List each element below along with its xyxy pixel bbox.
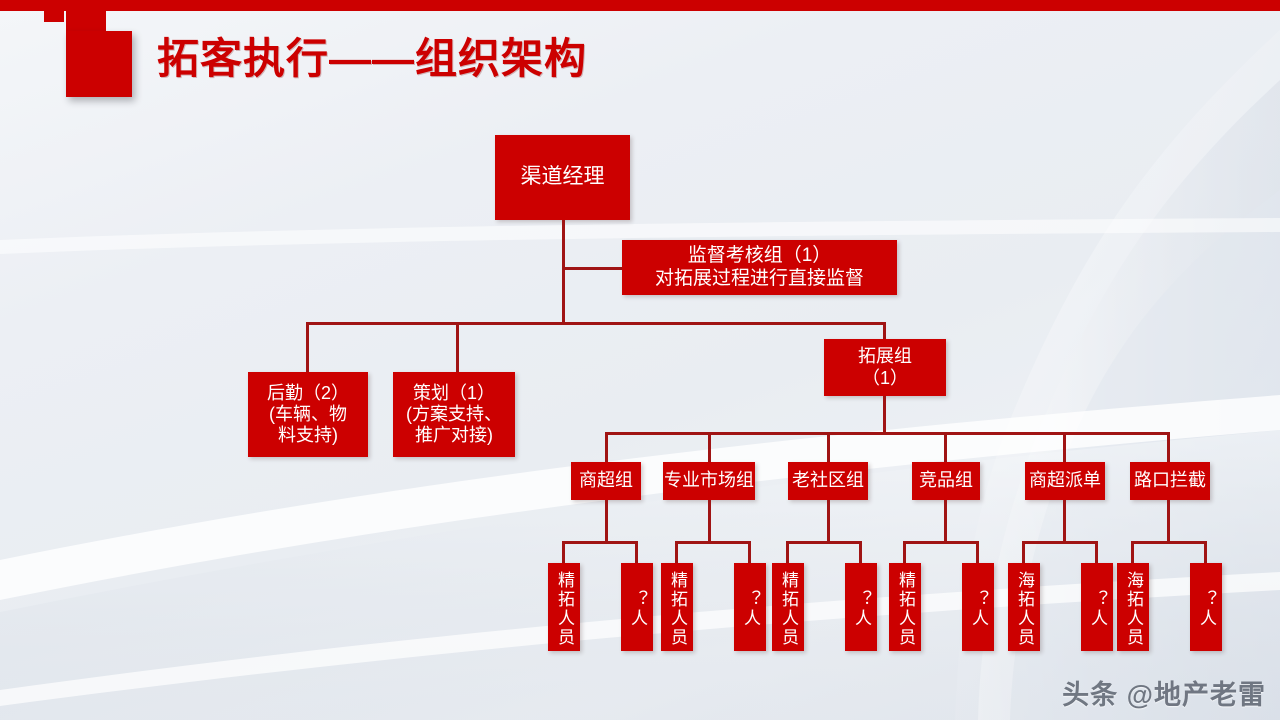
connector-group-5-bus: [1022, 541, 1098, 544]
group-5-label: 商超派单: [1029, 470, 1101, 491]
connector-group-3-bus: [786, 541, 862, 544]
connector-root-trunk: [562, 220, 565, 324]
group-1-label: 商超组: [579, 470, 633, 491]
connector-group-2-leaf-b: [748, 541, 751, 563]
planning-line-1: 策划（1）: [412, 382, 495, 403]
connector-level1-bus: [306, 322, 886, 325]
node-channel-manager-label: 渠道经理: [520, 165, 605, 189]
connector-drop-expansion: [883, 322, 886, 339]
connector-group-6-leaf-a: [1131, 541, 1134, 563]
connector-expansion-trunk: [883, 396, 886, 432]
top-red-band: [0, 0, 1280, 11]
node-group-6[interactable]: 路口拦截: [1130, 462, 1210, 500]
connector-group-6-leaf-b: [1204, 541, 1207, 563]
connector-group-2-bus: [675, 541, 751, 544]
connector-group-5-leaf-a: [1022, 541, 1025, 563]
leaf-group-6-count-label: ？人: [1197, 590, 1217, 628]
leaf-group-6-staff[interactable]: 海拓人员: [1117, 563, 1149, 651]
node-group-3[interactable]: 老社区组: [788, 462, 868, 500]
planning-line-2: (方案支持、: [406, 403, 502, 424]
leaf-group-1-count-label: ？人: [628, 590, 648, 628]
connector-drop-group-4: [944, 432, 947, 462]
connector-drop-group-3: [827, 432, 830, 462]
leaf-group-5-staff-label: 海拓人员: [1015, 571, 1035, 647]
connector-group-3-trunk: [827, 500, 830, 541]
node-logistics[interactable]: 后勤（2） (车辆、物 料支持): [248, 372, 368, 457]
node-supervision-group[interactable]: 监督考核组（1） 对拓展过程进行直接监督: [622, 240, 897, 295]
leaf-group-5-staff[interactable]: 海拓人员: [1008, 563, 1040, 651]
connector-group-1-leaf-b: [635, 541, 638, 563]
leaf-group-3-count-label: ？人: [852, 590, 872, 628]
node-group-5[interactable]: 商超派单: [1025, 462, 1105, 500]
connector-group-3-leaf-a: [786, 541, 789, 563]
connector-drop-group-5: [1063, 432, 1066, 462]
expansion-line-1: 拓展组: [858, 346, 912, 367]
title-accent-tab-small: [44, 0, 64, 22]
leaf-group-2-staff-label: 精拓人员: [668, 571, 688, 647]
connector-group-1-trunk: [605, 500, 608, 541]
title-accent-block: [66, 31, 132, 97]
node-group-4[interactable]: 竞品组: [912, 462, 980, 500]
leaf-group-2-count[interactable]: ？人: [734, 563, 766, 651]
leaf-group-3-staff-label: 精拓人员: [779, 571, 799, 647]
connector-root-to-supervision: [562, 267, 622, 270]
group-6-label: 路口拦截: [1134, 470, 1206, 491]
leaf-group-4-count[interactable]: ？人: [962, 563, 994, 651]
connector-drop-logistics: [306, 322, 309, 372]
leaf-group-4-staff-label: 精拓人员: [896, 571, 916, 647]
leaf-group-4-count-label: ？人: [969, 590, 989, 628]
connector-drop-group-1: [605, 432, 608, 462]
connector-drop-group-6: [1167, 432, 1170, 462]
leaf-group-5-count-label: ？人: [1088, 590, 1108, 628]
leaf-group-2-staff[interactable]: 精拓人员: [661, 563, 693, 651]
connector-group-2-trunk: [708, 500, 711, 541]
watermark: 头条 @地产老雷: [1062, 680, 1266, 710]
connector-group-1-leaf-a: [562, 541, 565, 563]
leaf-group-1-staff-label: 精拓人员: [555, 571, 575, 647]
node-group-1[interactable]: 商超组: [571, 462, 641, 500]
logistics-line-3: 料支持): [278, 425, 338, 446]
logistics-line-1: 后勤（2）: [266, 382, 349, 403]
connector-group-4-trunk: [944, 500, 947, 541]
leaf-group-6-staff-label: 海拓人员: [1124, 571, 1144, 647]
leaf-group-3-staff[interactable]: 精拓人员: [772, 563, 804, 651]
connector-level2-bus: [605, 432, 1170, 435]
connector-group-5-leaf-b: [1095, 541, 1098, 563]
group-3-label: 老社区组: [792, 470, 864, 491]
connector-group-5-trunk: [1063, 500, 1066, 541]
supervision-line-2: 对拓展过程进行直接监督: [654, 267, 864, 289]
leaf-group-6-count[interactable]: ？人: [1190, 563, 1222, 651]
logistics-line-2: (车辆、物: [269, 403, 347, 424]
connector-group-6-bus: [1131, 541, 1207, 544]
planning-line-3: 推广对接): [415, 425, 493, 446]
leaf-group-2-count-label: ？人: [741, 590, 761, 628]
node-group-2[interactable]: 专业市场组: [663, 462, 755, 500]
leaf-group-4-staff[interactable]: 精拓人员: [889, 563, 921, 651]
leaf-group-3-count[interactable]: ？人: [845, 563, 877, 651]
supervision-line-1: 监督考核组（1）: [687, 245, 832, 267]
title-accent-tab-mid: [66, 0, 106, 31]
connector-group-1-bus: [562, 541, 638, 544]
connector-group-4-leaf-b: [976, 541, 979, 563]
node-planning[interactable]: 策划（1） (方案支持、 推广对接): [393, 372, 515, 457]
expansion-line-2: （1）: [861, 367, 908, 388]
connector-group-6-trunk: [1167, 500, 1170, 541]
connector-group-2-leaf-a: [675, 541, 678, 563]
group-2-label: 专业市场组: [664, 470, 754, 491]
group-4-label: 竞品组: [919, 470, 973, 491]
page-title: 拓客执行——组织架构: [157, 35, 588, 82]
connector-group-3-leaf-b: [859, 541, 862, 563]
connector-group-4-bus: [903, 541, 979, 544]
leaf-group-5-count[interactable]: ？人: [1081, 563, 1113, 651]
node-channel-manager[interactable]: 渠道经理: [495, 135, 630, 220]
leaf-group-1-staff[interactable]: 精拓人员: [548, 563, 580, 651]
connector-drop-group-2: [708, 432, 711, 462]
connector-group-4-leaf-a: [903, 541, 906, 563]
connector-drop-planning: [456, 322, 459, 372]
leaf-group-1-count[interactable]: ？人: [621, 563, 653, 651]
node-expansion-group[interactable]: 拓展组 （1）: [824, 339, 946, 396]
